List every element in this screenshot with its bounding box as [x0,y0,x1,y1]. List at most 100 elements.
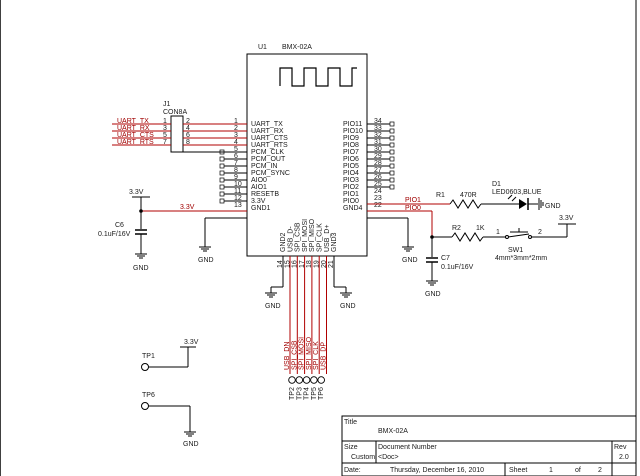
tp6-ref: TP6 [142,392,155,399]
r2-ref: R2 [452,225,461,232]
nc-pin-box [389,135,395,141]
u1-pin-name: PIO0 [343,198,359,205]
docnum-value: <Doc> [378,454,399,461]
j1-pin-num: 5 [163,132,167,139]
nc-pin-box [219,163,225,169]
u1-pin-num: 9 [234,174,238,181]
u1-pin-name: PIO6 [343,156,359,163]
u1-pin-num: 21 [328,260,335,268]
gnd-label-pin21: GND [340,303,356,310]
j1-pin-num: 4 [186,125,190,132]
u1-pin-num: 28 [374,160,382,167]
docnum-label: Document Number [378,444,437,451]
bottom-net-label: USB_DP [321,342,328,370]
u1-pin-name: PIO1 [343,191,359,198]
u1-pin-num: 14 [277,260,284,268]
u1-pin-name: PIO5 [343,163,359,170]
u1-pin-num: 27 [374,167,382,174]
u1-pin-name: USB_D+ [324,225,331,252]
r1-symbol [449,199,482,209]
chip-body [246,53,368,257]
u1-pin-num: 17 [299,260,306,268]
u1-pin-num: 22 [374,202,382,209]
test-point-circle [302,376,311,384]
chip-value: BMX-02A [282,44,312,51]
nc-pin-box [389,128,395,134]
u1-pin-name: PCM_IN [251,163,277,170]
v33-right-label: 3.3V [559,215,574,222]
nc-pin-box [389,170,395,176]
size-label: Size [344,444,358,451]
u1-pin-name: PCM_SYNC [251,170,290,177]
nc-pin-box [219,177,225,183]
bottom-net-label: SPI_MISO [306,336,313,370]
title-label: Title [344,419,357,426]
j1-pin-num: 1 [163,118,167,125]
d1-ref: D1 [492,181,501,188]
u1-pin-name: USB_D- [287,226,294,252]
u1-pin-name: SPI_CLK [317,223,324,252]
gnd-symbol-tp6 [184,431,196,437]
u1-pin-num: 6 [234,153,238,160]
test-point-circle [288,376,296,384]
u1-pin-name: PIO10 [343,128,363,135]
junction-dot [139,209,143,213]
u1-pin-num: 20 [321,260,328,268]
u1-pin-name: AIO1 [251,184,267,191]
tp1-circle [141,363,149,371]
bottom-net-label: SPI_CLK [313,341,320,370]
u1-pin-name: GND4 [343,205,363,212]
of-label: of [575,467,581,474]
sheet-total: 2 [598,467,602,474]
j1-pin-num: 3 [163,125,167,132]
sheet-num: 1 [549,467,553,474]
u1-pin-num: 11 [234,188,241,195]
date-label: Date: [344,467,361,474]
chip-ref: U1 [258,44,267,51]
nc-pin-box [219,198,225,204]
u1-pin-num: 19 [314,260,321,268]
uart-net-label: UART_RX [117,125,150,132]
u1-pin-name: PCM_OUT [251,156,286,163]
u1-pin-name: GND2 [280,232,287,252]
gnd-symbol-pin21 [340,292,352,298]
rev-value: 2.0 [619,454,629,461]
u1-pin-num: 32 [374,132,382,139]
u1-pin-name: RESETB [251,191,279,198]
uart-net-label: UART_CTS [117,132,154,139]
title-block: Title BMX-02A Size Custom Document Numbe… [341,415,637,476]
u1-pin-name: GND1 [251,205,271,212]
c6-value: 0.1uF/16V [98,231,131,238]
u1-pin-name: PIO11 [343,121,362,128]
test-point-label: TP6 [318,387,325,400]
nc-pin-box [389,177,395,183]
c7-value: 0.1uF/16V [441,264,474,271]
test-point-label: TP2 [289,387,296,400]
waveform-symbol [279,67,357,87]
u1-pin-num: 34 [374,118,382,125]
u1-pin-num: 18 [306,260,313,268]
u1-pin-num: 10 [234,181,242,188]
r1-value: 470R [460,192,477,199]
u1-pin-name: UART_RTS [251,142,288,149]
nc-pin-box [389,156,395,162]
u1-pin-num: 1 [234,118,238,125]
gnd-symbol-c7 [426,280,438,286]
u1-pin-name: PIO3 [343,177,359,184]
u1-pin-name: SPI_MISO [309,218,316,252]
v33-tp-label: 3.3V [184,339,199,346]
u1-pin-name: PIO4 [343,170,359,177]
j1-value: CON8A [163,109,187,116]
gnd-label-d1: GND [545,203,561,210]
nc-pin-box [219,170,225,176]
u1-pin-num: 30 [374,146,382,153]
u1-pin-name: PIO2 [343,184,359,191]
pio0-net-label: PIO0 [405,205,421,212]
j1-pin-num: 2 [186,118,190,125]
gnd-label-pin14: GND [265,303,281,310]
nc-pin-box [389,121,395,127]
tp1-section: 3.3V TP1 [141,339,199,371]
